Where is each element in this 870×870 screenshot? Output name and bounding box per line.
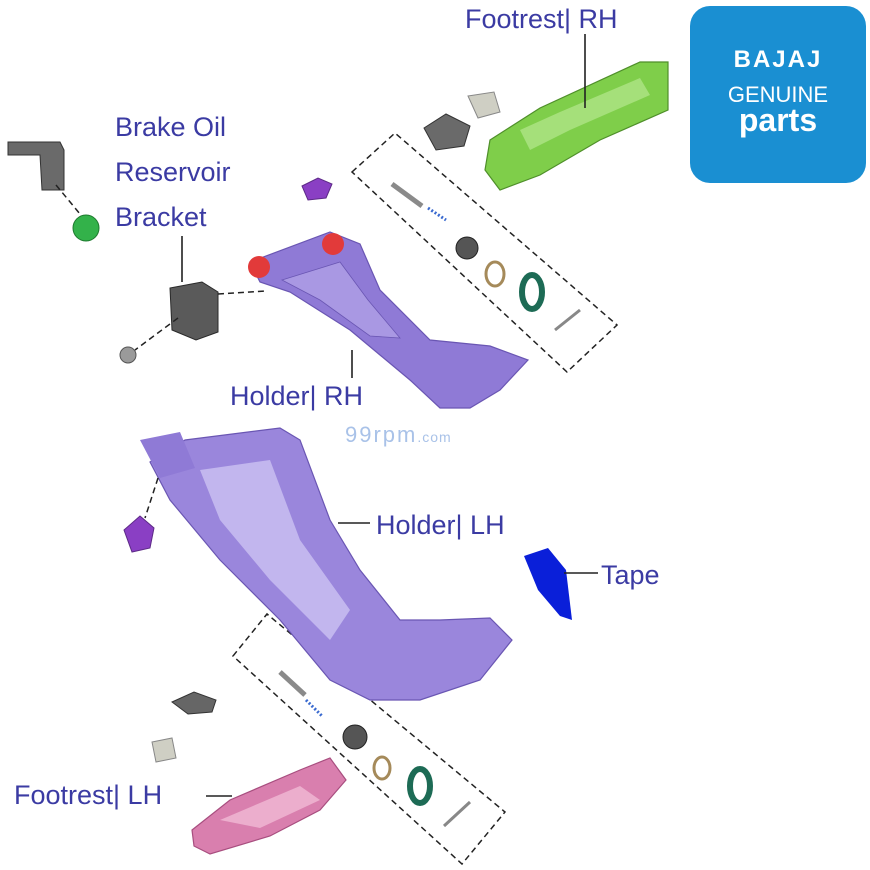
label-tape: Tape	[601, 560, 660, 590]
bajaj-genuine-parts-logo: BAJAJ GENUINE parts	[690, 6, 866, 183]
plate-rh-part	[423, 113, 471, 151]
label-footrest-rh: Footrest| RH	[465, 4, 618, 34]
brake-bracket-part	[119, 281, 266, 364]
footrest-lh-part	[191, 757, 347, 855]
tape-part	[524, 548, 572, 620]
holder-lh-part	[140, 427, 513, 701]
label-holder-lh: Holder| LH	[376, 510, 505, 540]
logo-parts: parts	[738, 102, 818, 138]
rh-assembly-box	[350, 131, 619, 374]
label-holder-rh: Holder| RH	[230, 381, 364, 411]
rubber-rh-part	[467, 91, 501, 119]
watermark: 99rpm.com	[345, 422, 452, 448]
reservoir-bracket-part	[7, 141, 100, 242]
watermark-suffix: .com	[417, 429, 452, 445]
watermark-main: 99rpm	[345, 422, 418, 447]
holder-rh-part	[248, 231, 530, 409]
logo-brand: BAJAJ	[733, 46, 823, 73]
rh-pin-hardware	[390, 181, 581, 332]
bolt-lh-part	[123, 515, 155, 553]
label-brake-oil-line2: Reservoir	[115, 157, 231, 187]
label-brake-oil-line1: Brake Oil	[115, 112, 227, 142]
logo-genuine: GENUINE	[727, 82, 829, 107]
footrest-rh-part	[484, 61, 669, 191]
label-footrest-lh: Footrest| LH	[14, 780, 163, 810]
label-brake-oil-line3: Bracket	[115, 202, 207, 232]
lh-pin-hardware	[278, 670, 472, 828]
rubber-lh-part	[151, 737, 177, 763]
lh-assembly-box	[231, 612, 507, 866]
bolt-rh-part	[301, 177, 333, 201]
plate-lh-part	[171, 691, 217, 715]
